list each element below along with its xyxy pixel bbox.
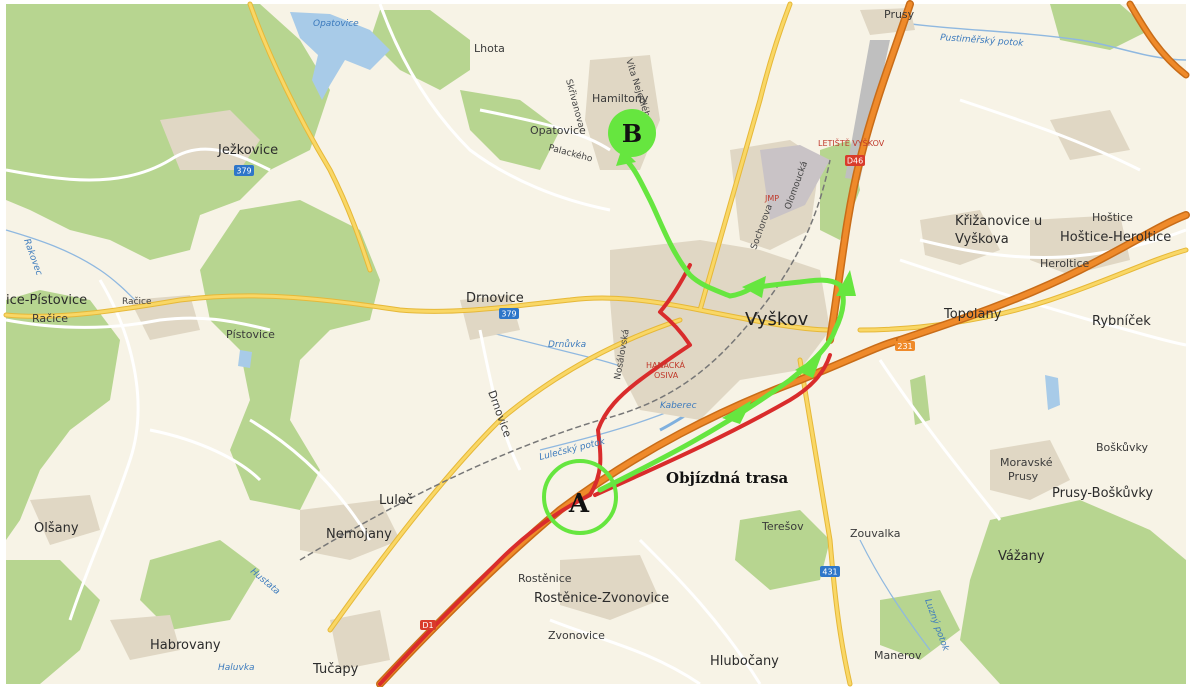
marker-b-circle bbox=[608, 109, 656, 157]
shield-379-north bbox=[234, 165, 254, 176]
detour-route bbox=[597, 159, 846, 493]
detour-arrows bbox=[616, 148, 856, 424]
label-rostenice-zvonovice: Rostěnice-Zvonovice bbox=[534, 591, 669, 606]
label-rostenice: Rostěnice bbox=[518, 572, 572, 585]
svg-text:231: 231 bbox=[897, 342, 912, 351]
label-letiste: LETIŠTĚ VYŠKOV bbox=[818, 137, 885, 148]
label-jezkovice: Ježkovice bbox=[217, 143, 278, 158]
shield-379-drnovice bbox=[499, 308, 519, 319]
detour-route-label: Objízdná trasa bbox=[666, 469, 789, 487]
label-krizanovice: Křižanovice u bbox=[955, 214, 1042, 229]
label-pistovice: Pístovice bbox=[226, 328, 275, 341]
label-heroltice: Heroltice bbox=[1040, 257, 1090, 270]
label-prusy-small: Prusy bbox=[1008, 470, 1039, 483]
shield-231 bbox=[895, 341, 915, 351]
label-lhota: Lhota bbox=[474, 42, 505, 55]
shield-d1 bbox=[420, 620, 436, 630]
marker-b-label: B bbox=[622, 119, 642, 148]
closed-route bbox=[378, 263, 832, 686]
svg-text:D46: D46 bbox=[847, 157, 863, 166]
label-vazany: Vážany bbox=[998, 549, 1045, 564]
place-labels: Ježkovice Drnovice Vyškov Topolany Rybní… bbox=[6, 8, 1171, 677]
marker-a[interactable]: A bbox=[542, 459, 618, 535]
label-teresov: Terešov bbox=[761, 520, 804, 533]
label-nemojany: Nemojany bbox=[326, 527, 392, 542]
label-krizanovice-2: Vyškova bbox=[955, 232, 1009, 247]
label-olsany: Olšany bbox=[34, 521, 79, 536]
poi-labels: LETIŠTĚ VYŠKOV JMP HANÁCKÁ OSIVA bbox=[646, 137, 885, 380]
railway bbox=[299, 159, 831, 561]
label-moravske: Moravské bbox=[1000, 456, 1053, 469]
svg-text:431: 431 bbox=[822, 568, 837, 577]
label-hamiltony: Hamiltony bbox=[592, 92, 649, 105]
label-rybnicek: Rybníček bbox=[1092, 314, 1151, 329]
label-racice: Račice bbox=[32, 312, 68, 325]
svg-text:D1: D1 bbox=[422, 621, 433, 630]
main-roads bbox=[4, 2, 1188, 686]
label-tucapy: Tučapy bbox=[312, 662, 359, 677]
label-water-kaberec: Kaberec bbox=[660, 401, 697, 411]
svg-text:379: 379 bbox=[501, 310, 516, 319]
label-hostice-heroltice: Hoštice-Heroltice bbox=[1060, 230, 1171, 245]
label-water-opatovice: Opatovice bbox=[313, 19, 359, 29]
svg-text:379: 379 bbox=[236, 167, 251, 176]
label-lulec: Luleč bbox=[379, 493, 413, 508]
road-shields: 379 379 D46 431 231 D1 bbox=[234, 155, 915, 630]
label-hostice: Hoštice bbox=[1092, 211, 1133, 224]
industrial-area bbox=[760, 145, 830, 220]
shield-d46 bbox=[845, 155, 865, 166]
label-zvonovice: Zvonovice bbox=[548, 629, 605, 642]
label-boskuvky: Boškůvky bbox=[1096, 441, 1148, 454]
label-drnovice: Drnovice bbox=[466, 291, 524, 306]
label-manerov: Manerov bbox=[874, 649, 922, 662]
label-opatovice: Opatovice bbox=[530, 124, 586, 137]
minor-roads bbox=[5, 3, 1187, 686]
label-prusy-top: Prusy bbox=[884, 8, 915, 21]
label-water-drnovka: Drnůvka bbox=[548, 339, 586, 350]
marker-a-label: A bbox=[568, 489, 590, 519]
marker-a-ring bbox=[542, 459, 618, 535]
label-zouvalka: Zouvalka bbox=[850, 527, 900, 540]
water-bodies bbox=[5, 12, 1187, 651]
label-water-haluvka: Haluvka bbox=[218, 663, 255, 673]
airport-runway bbox=[845, 40, 890, 180]
label-prusy-boskuvky: Prusy-Boškůvky bbox=[1052, 486, 1153, 501]
label-habrovany: Habrovany bbox=[150, 638, 221, 653]
label-vyskov: Vyškov bbox=[745, 309, 809, 330]
label-racice-2: Račice bbox=[122, 296, 152, 307]
label-hanacka: HANÁCKÁ bbox=[646, 359, 685, 370]
label-osiva: OSIVA bbox=[654, 371, 679, 380]
shield-431 bbox=[820, 566, 840, 577]
label-jmp: JMP bbox=[764, 194, 779, 203]
label-hlubocany: Hlubočany bbox=[710, 654, 779, 669]
label-pistovice-full: ice-Pístovice bbox=[6, 293, 87, 308]
label-topolany: Topolany bbox=[943, 307, 1002, 322]
marker-b[interactable]: B bbox=[608, 109, 656, 157]
